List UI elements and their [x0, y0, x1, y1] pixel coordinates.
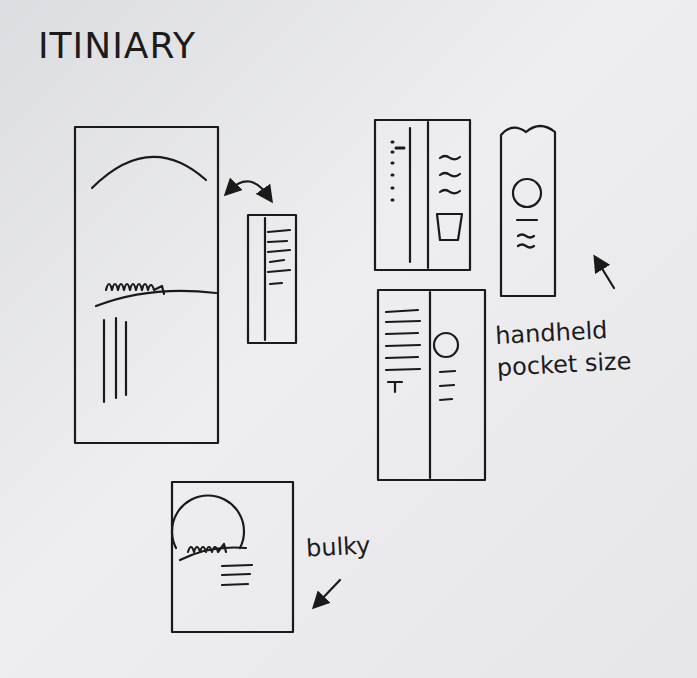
fold — [429, 292, 431, 478]
lines — [104, 318, 126, 402]
waves — [440, 156, 460, 193]
folds — [410, 122, 428, 268]
lines — [517, 220, 537, 248]
circle — [434, 333, 458, 357]
lines — [222, 565, 252, 585]
circle — [172, 496, 244, 548]
pamphlet-sketch — [501, 126, 555, 296]
brochure-sketch — [375, 120, 470, 270]
lines — [265, 218, 290, 340]
lines — [440, 371, 455, 400]
swap-arrow — [230, 181, 268, 196]
brochure-sketch — [378, 290, 485, 480]
title: ITINIARY — [38, 22, 196, 71]
poster-sketch — [75, 127, 218, 443]
curve — [96, 291, 216, 306]
lines — [386, 310, 420, 392]
pointer-arrow — [318, 580, 340, 603]
pointer-arrow — [598, 262, 614, 288]
small-sketch — [248, 215, 296, 343]
bulky-sketch — [172, 482, 293, 632]
square — [437, 214, 462, 240]
circle — [513, 179, 541, 207]
arc — [92, 157, 206, 188]
dots — [392, 142, 404, 200]
scribble — [180, 544, 246, 560]
note-label: bulky — [305, 527, 407, 565]
note-label: handheld pocket size — [494, 312, 647, 385]
